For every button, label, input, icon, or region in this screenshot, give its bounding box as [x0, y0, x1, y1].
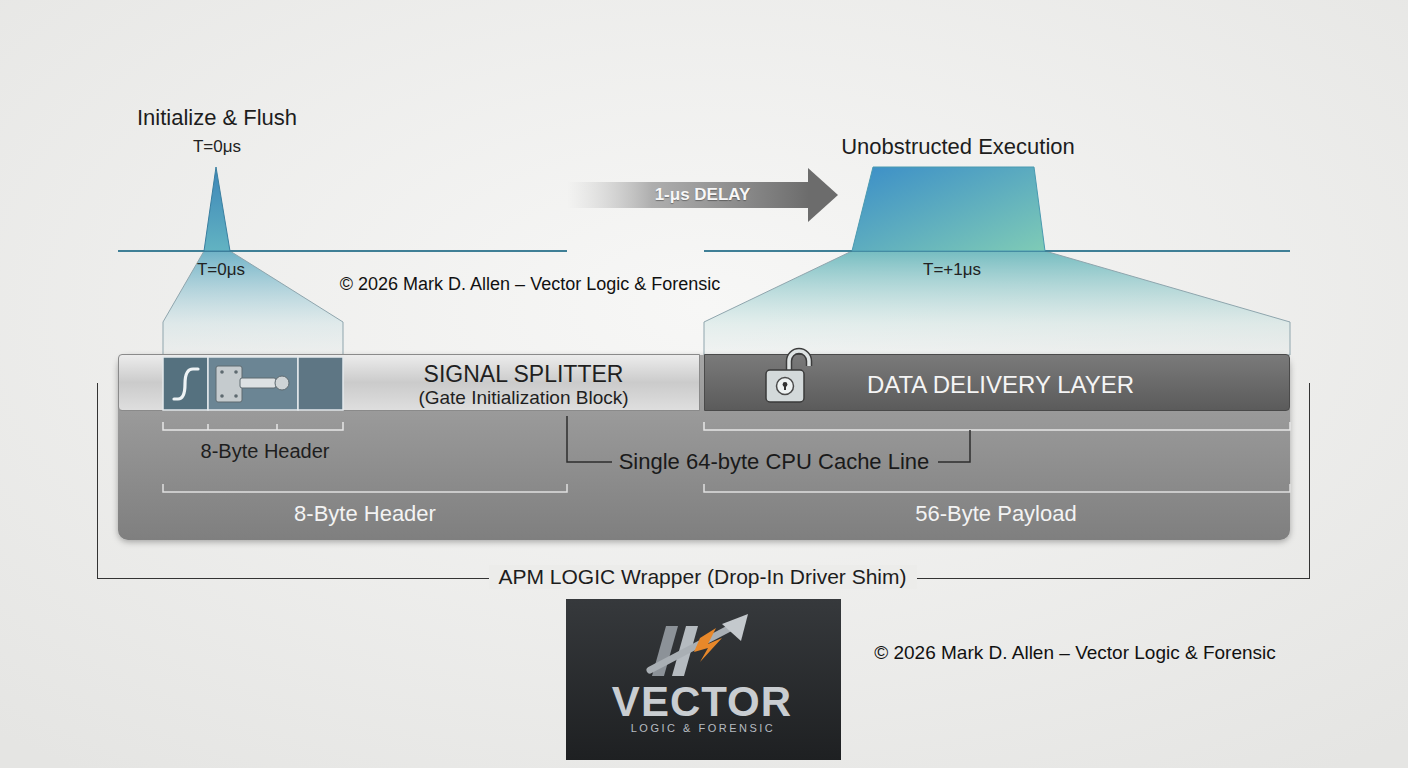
logo-mark — [672, 626, 698, 676]
lock-keyhole — [783, 382, 788, 387]
logo-wordmark: VECTOR — [612, 678, 792, 726]
latch-screw — [220, 394, 224, 398]
arrow-head — [808, 168, 838, 222]
waveform-title: Initialize & Flush — [137, 105, 297, 130]
latch-screw — [234, 370, 238, 374]
lock-body — [766, 370, 804, 402]
wrapper-bracket: APM LOGIC Wrapper (Drop-In Driver Shim)S… — [97, 383, 1310, 579]
latch-screw — [220, 370, 224, 374]
zoom-funnel — [704, 251, 1290, 355]
latch-plate — [216, 366, 242, 402]
logo-tagline: LOGIC & FORENSIC — [631, 722, 776, 735]
block-title: SIGNAL SPLITTER (Gate Initialization Blo… — [416, 360, 631, 408]
delay-label: 1-μs DELAY — [655, 185, 751, 205]
dimension-bracket — [704, 484, 1290, 492]
dimension-label: 8-Byte Header — [201, 440, 330, 463]
icon-tile — [208, 357, 298, 410]
time-label: T=+1μs — [923, 260, 981, 280]
delivery-layer: DATA DELIVERY LAYER — [704, 354, 1290, 411]
lock-shackle-outline — [789, 351, 809, 371]
latch-screw — [234, 394, 238, 398]
dimension-label: Single 64-byte CPU Cache Line — [619, 449, 930, 474]
icon-tile — [163, 357, 208, 410]
dimension-bracket — [163, 422, 343, 430]
waveform-title: Unobstructed Execution — [841, 134, 1075, 159]
logo-mark — [652, 626, 678, 676]
latch-bolt — [240, 378, 276, 388]
execution-waveform: Unobstructed ExecutionT=+1μs — [838, 128, 1078, 286]
execution-pulse — [852, 167, 1045, 251]
leader-line — [938, 430, 970, 462]
logo-arrow — [650, 627, 732, 670]
block-title: DATA DELIVERY LAYER — [867, 371, 1134, 399]
leader-line — [567, 416, 612, 462]
splitter-block: SIGNAL SPLITTER (Gate Initialization Blo… — [118, 354, 700, 411]
dimension-bracket — [163, 484, 567, 492]
flush-waveform: Initialize & FlushT=0μsT=0μs — [118, 98, 567, 288]
logo-arrow-head — [722, 614, 748, 641]
dimension-bracket — [704, 422, 1290, 430]
logo-box: VECTORLOGIC & FORENSIC — [566, 599, 841, 760]
signal-baseline — [118, 250, 1290, 252]
time-label: T=0μs — [193, 137, 241, 157]
arrow-shaft — [567, 182, 809, 208]
wrapper-title: APM LOGIC Wrapper (Drop-In Driver Shim) — [488, 564, 916, 588]
signal-curve-icon — [174, 369, 198, 399]
zoom-funnel — [163, 251, 343, 355]
dimension-label: 56-Byte Payload — [915, 501, 1076, 526]
lock-dial — [777, 378, 794, 395]
latch-knob — [275, 376, 289, 390]
flush-spike — [204, 167, 230, 251]
time-label: T=0μs — [197, 260, 245, 280]
delay-arrow — [567, 168, 838, 222]
lock-shackle — [789, 351, 809, 371]
dimension-label: 8-Byte Header — [294, 501, 436, 526]
lock-keyhole — [784, 385, 786, 390]
logo-bolt — [694, 628, 722, 662]
icon-tile — [298, 357, 343, 410]
watermark: © 2026 Mark D. Allen – Vector Logic & Fo… — [874, 642, 1276, 664]
watermark: © 2026 Mark D. Allen – Vector Logic & Fo… — [340, 274, 720, 295]
